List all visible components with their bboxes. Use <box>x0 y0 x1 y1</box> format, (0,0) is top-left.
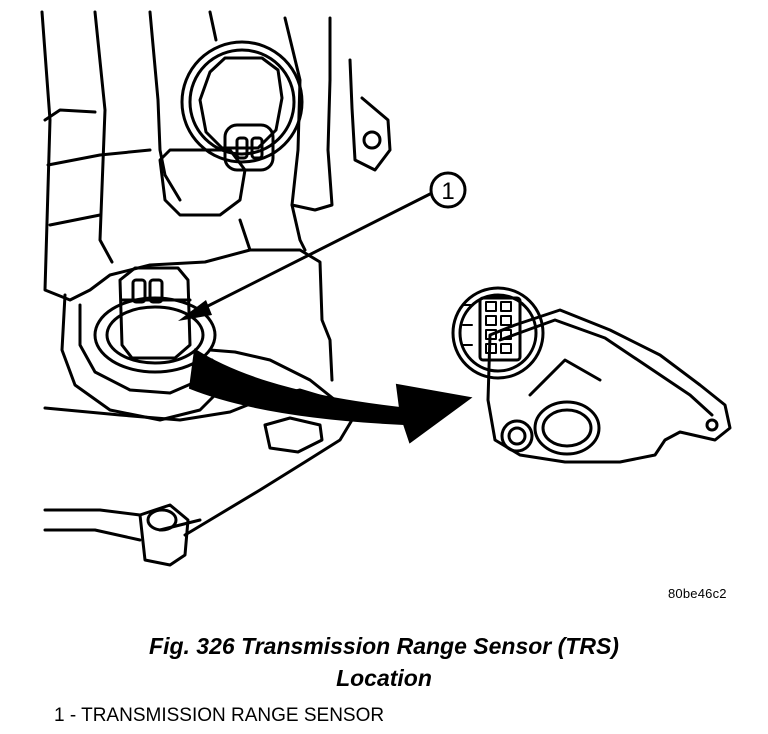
caption-line-1: Fig. 326 Transmission Range Sensor (TRS) <box>149 633 619 659</box>
legend-item-1: 1 - TRANSMISSION RANGE SENSOR <box>54 705 385 726</box>
upper-sensor-fitting <box>180 40 304 172</box>
mounting-tab <box>138 503 190 567</box>
caption-line-2: Location <box>336 665 432 691</box>
installed-trs-sensor <box>93 266 217 374</box>
callout-1: 1 <box>429 171 467 209</box>
callout-number: 1 <box>441 178 454 205</box>
removed-trs-sensor <box>451 286 732 464</box>
mount-bracket <box>348 58 392 172</box>
callout-leader <box>178 191 433 321</box>
figure-id-label: 80be46c2 <box>668 586 727 601</box>
transmission-case <box>40 10 354 542</box>
trs-location-illustration: 1 <box>40 10 732 567</box>
removal-arrow <box>188 348 473 444</box>
figure-caption: Fig. 326 Transmission Range Sensor (TRS)… <box>0 630 768 694</box>
